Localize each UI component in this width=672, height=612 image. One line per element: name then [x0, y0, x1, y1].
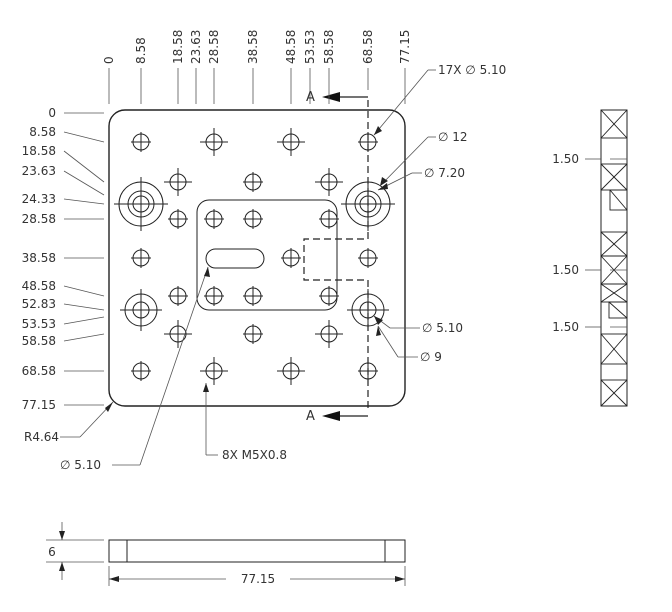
hole: [168, 286, 188, 306]
hole: [315, 168, 343, 196]
arrowhead: [59, 531, 65, 540]
counterbore-large-left: [114, 177, 168, 231]
y-dim-label: 48.58: [22, 279, 56, 293]
hole: [315, 320, 343, 348]
x-dim-label: 28.58: [207, 30, 221, 64]
top-view: [60, 68, 436, 466]
x-dim-label: 58.58: [322, 30, 336, 64]
y-dim-label: 23.63: [22, 164, 56, 178]
section-dim-label: 1.50: [552, 263, 579, 277]
section-label-bottom: A: [306, 409, 315, 424]
hole: [164, 168, 192, 196]
y-dim-label: 0: [48, 106, 56, 120]
hole: [200, 128, 228, 156]
y-dim-label: 38.58: [22, 251, 56, 265]
leader-arrowheads: [105, 126, 388, 412]
section-label-top: A: [306, 90, 315, 105]
counterbore-small-left: [120, 289, 162, 331]
counterbore-large-right: [341, 177, 395, 231]
callout-dia-7-20: ∅ 7.20: [424, 166, 465, 180]
side-view-labels: 6 77.15: [48, 545, 275, 586]
section-dim-label: 1.50: [552, 152, 579, 166]
x-dim-label: 38.58: [246, 30, 260, 64]
hole: [319, 209, 339, 229]
callout-dia-5-10-slot: ∅ 5.10: [60, 458, 101, 472]
section-dim-label: 1.50: [552, 320, 579, 334]
y-dim-label: 8.58: [29, 125, 56, 139]
callout-counterbore: 17X ∅ 5.10: [438, 63, 506, 77]
y-dim-label: 28.58: [22, 212, 56, 226]
callout-tapped-holes: 8X M5X0.8: [222, 448, 287, 462]
callout-leaders: [60, 69, 436, 466]
y-dim-label: 24.33: [22, 192, 56, 206]
section-view-labels: 1.50 1.50 1.50: [552, 152, 579, 334]
section-arrowhead-top: [322, 92, 340, 102]
hole: [204, 286, 224, 306]
center-pocket: [196, 199, 338, 311]
y-dim-label: 58.58: [22, 334, 56, 348]
side-view: [46, 522, 406, 586]
section-outline: [600, 109, 628, 407]
side-outline: [108, 539, 406, 563]
y-dim-label: 77.15: [22, 398, 56, 412]
hole: [243, 324, 263, 344]
y-dim-label: 53.53: [22, 317, 56, 331]
x-dim-label: 8.58: [134, 37, 148, 64]
y-dim-label: 68.58: [22, 364, 56, 378]
x-dim-label: 77.15: [398, 30, 412, 64]
width-label: 77.15: [241, 572, 275, 586]
x-dim-label: 48.58: [284, 30, 298, 64]
thickness-label: 6: [48, 545, 56, 559]
hole: [358, 361, 378, 381]
section-arrowhead-bottom: [322, 411, 340, 421]
hole: [243, 209, 263, 229]
hole: [319, 286, 339, 306]
y-dim-label: 18.58: [22, 144, 56, 158]
section-cut-line: [303, 100, 369, 410]
hole: [168, 209, 188, 229]
x-dim-label: 23.63: [189, 30, 203, 64]
x-dimension-lines: [108, 68, 406, 104]
hole: [131, 248, 151, 268]
arrowhead: [395, 576, 405, 582]
callout-dia-5-10-right: ∅ 5.10: [422, 321, 463, 335]
callout-dia-12: ∅ 12: [438, 130, 468, 144]
arrowhead: [59, 562, 65, 571]
x-dim-label: 18.58: [171, 30, 185, 64]
callout-corner-radius: R4.64: [24, 430, 59, 444]
y-dimension-lines: [63, 112, 105, 406]
y-dim-label: 52.83: [22, 297, 56, 311]
hole: [200, 357, 228, 385]
section-dimension-lines: [585, 158, 627, 328]
plate-outline: [108, 109, 406, 407]
x-dim-label: 68.58: [361, 30, 375, 64]
hole: [243, 286, 263, 306]
arrowhead: [109, 576, 119, 582]
x-dim-label: 53.53: [303, 30, 317, 64]
hole: [131, 132, 151, 152]
hole: [277, 128, 305, 156]
callout-dia-9: ∅ 9: [420, 350, 442, 364]
hole: [164, 320, 192, 348]
hole: [204, 209, 224, 229]
counterbore-small-right: [347, 289, 389, 331]
hole: [277, 357, 305, 385]
section-view: [585, 109, 628, 407]
slot: [205, 248, 265, 269]
width-dimension: [108, 566, 406, 586]
x-dim-label: 0: [102, 56, 116, 64]
hole: [131, 361, 151, 381]
top-view-labels: 0 8.58 18.58 23.63 28.58 38.58 48.58 53.…: [22, 30, 507, 472]
hole: [243, 172, 263, 192]
section-hatch: [600, 109, 628, 407]
hole: [281, 248, 301, 268]
through-holes: [131, 128, 378, 385]
hole: [358, 248, 378, 268]
hole: [358, 132, 378, 152]
